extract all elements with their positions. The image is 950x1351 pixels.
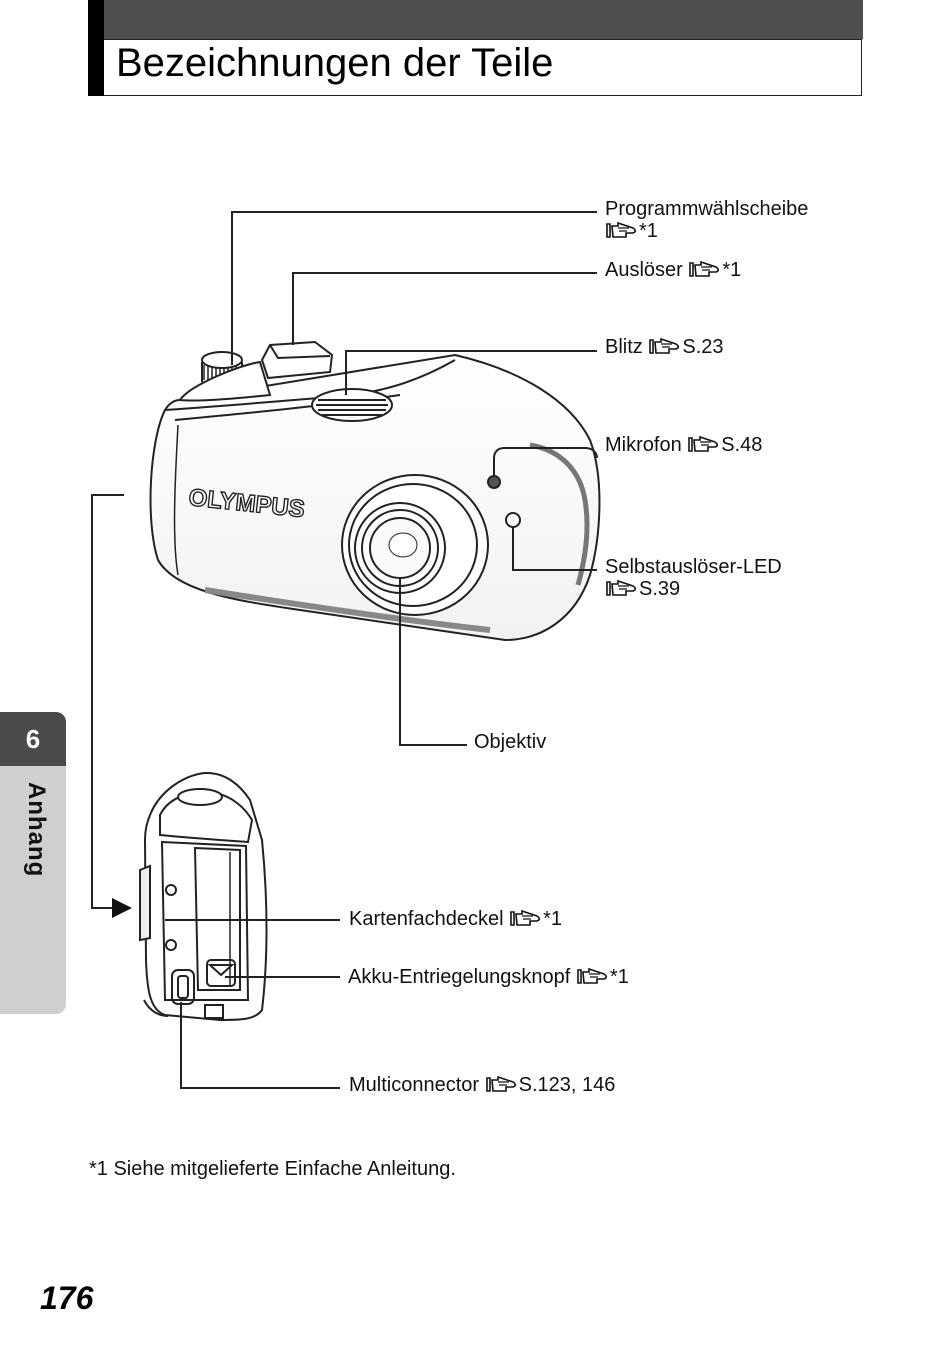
leader-programmwahlscheibe	[231, 211, 597, 365]
pointing-hand-icon	[606, 222, 637, 238]
label-ausloser-ref: *1	[722, 259, 742, 281]
label-kartenfachdeckel: Kartenfachdeckel *1	[349, 908, 562, 930]
label-selbstausloser-ref: S.39	[639, 578, 681, 600]
pointing-hand-icon	[649, 338, 680, 354]
pointing-hand-icon	[510, 910, 541, 926]
label-blitz-ref: S.23	[682, 336, 724, 358]
chapter-label: Anhang	[23, 782, 50, 878]
leader-ausloser	[292, 272, 597, 345]
leader-objektiv	[399, 578, 467, 746]
leader-mikrofon	[493, 447, 598, 476]
header-bar	[88, 0, 863, 39]
view-arrow	[91, 494, 132, 918]
pointing-hand-icon	[485, 1076, 516, 1092]
label-selbstausloser-name: Selbstauslöser-LED	[605, 556, 782, 578]
label-selbstausloser: Selbstauslöser-LED S.39	[605, 556, 782, 600]
label-mikrofon-name: Mikrofon	[605, 434, 682, 456]
label-ausloser-name: Auslöser	[605, 259, 683, 281]
label-kartenfachdeckel-name: Kartenfachdeckel	[349, 908, 504, 930]
leader-multiconnector	[180, 1002, 340, 1089]
label-blitz: Blitz S.23	[605, 336, 724, 358]
page-title: Bezeichnungen der Teile	[116, 41, 554, 85]
pointing-hand-icon	[606, 580, 637, 596]
label-objektiv-name: Objektiv	[474, 731, 547, 753]
label-kartenfachdeckel-ref: *1	[543, 908, 563, 930]
battery-release-icon	[207, 964, 235, 977]
label-ausloser: Auslöser *1	[605, 259, 741, 281]
lens	[341, 474, 489, 616]
label-blitz-name: Blitz	[605, 336, 643, 358]
footnote: *1 Siehe mitgelieferte Einfache Anleitun…	[89, 1158, 456, 1180]
page-number: 176	[40, 1280, 94, 1316]
label-programmwahlscheibe: Programmwählscheibe *1	[605, 198, 808, 242]
label-programmwahlscheibe-name: Programmwählscheibe	[605, 198, 809, 220]
label-akku: Akku-Entriegelungsknopf *1	[348, 966, 629, 988]
camera-front: OLYMPUS	[149, 340, 601, 642]
pointing-hand-icon	[689, 261, 720, 277]
pointing-hand-icon	[577, 968, 607, 984]
label-akku-name: Akku-Entriegelungsknopf	[348, 966, 571, 988]
header-accent	[88, 0, 104, 96]
label-programmwahlscheibe-ref: *1	[639, 220, 658, 242]
label-multiconnector-name: Multiconnector	[349, 1074, 480, 1096]
flash	[311, 388, 393, 422]
multiconnector-port	[171, 969, 195, 1005]
label-objektiv: Objektiv	[474, 731, 546, 753]
microphone	[487, 475, 501, 489]
leader-blitz	[345, 350, 597, 395]
label-mikrofon-ref: S.48	[721, 434, 763, 456]
self-timer-led	[505, 512, 521, 528]
label-multiconnector: Multiconnector S.123, 146	[349, 1074, 615, 1096]
label-akku-ref: *1	[609, 966, 629, 988]
leader-selbstausloser	[512, 527, 597, 571]
label-mikrofon: Mikrofon S.48	[605, 434, 762, 456]
header-box	[104, 39, 862, 96]
camera-side	[139, 771, 268, 1022]
pointing-hand-icon	[688, 436, 719, 452]
chapter-number: 6	[0, 712, 66, 766]
shutter-button	[260, 340, 334, 380]
leader-lines	[91, 211, 598, 1089]
label-multiconnector-ref: S.123, 146	[518, 1074, 616, 1096]
